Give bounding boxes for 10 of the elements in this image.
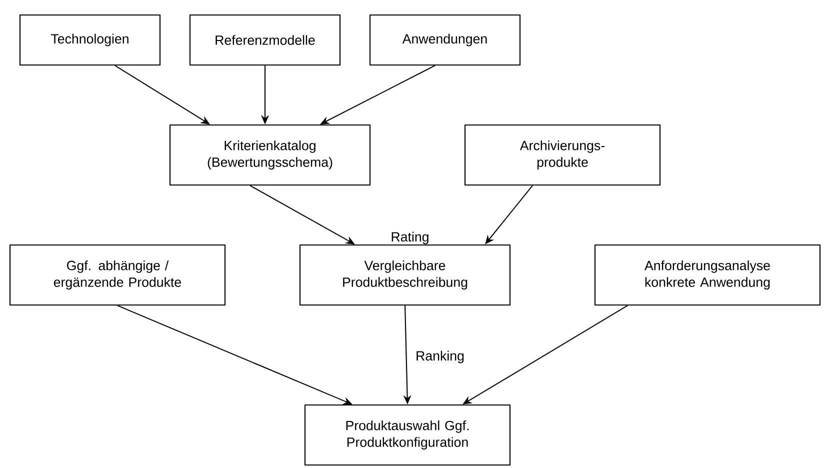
process-box: Anwendungen	[369, 14, 521, 66]
process-box: Vergleichbare Produktbeschreibung	[299, 244, 511, 306]
process-box: Produktauswahl Ggf. Produktkonfiguration	[304, 404, 511, 466]
process-box: Technologien	[19, 14, 161, 66]
edge-label: Ranking	[414, 349, 466, 365]
process-box: Referenzmodelle	[189, 14, 341, 66]
process-box: Archivierungs- produkte	[464, 124, 661, 186]
process-box: Kriterienkatalog (Bewertungsschema)	[169, 124, 371, 186]
process-box: Anforderungsanalyse konkrete Anwendung	[594, 244, 821, 306]
process-box: Ggf. abhängige / ergänzende Produkte	[9, 244, 226, 306]
